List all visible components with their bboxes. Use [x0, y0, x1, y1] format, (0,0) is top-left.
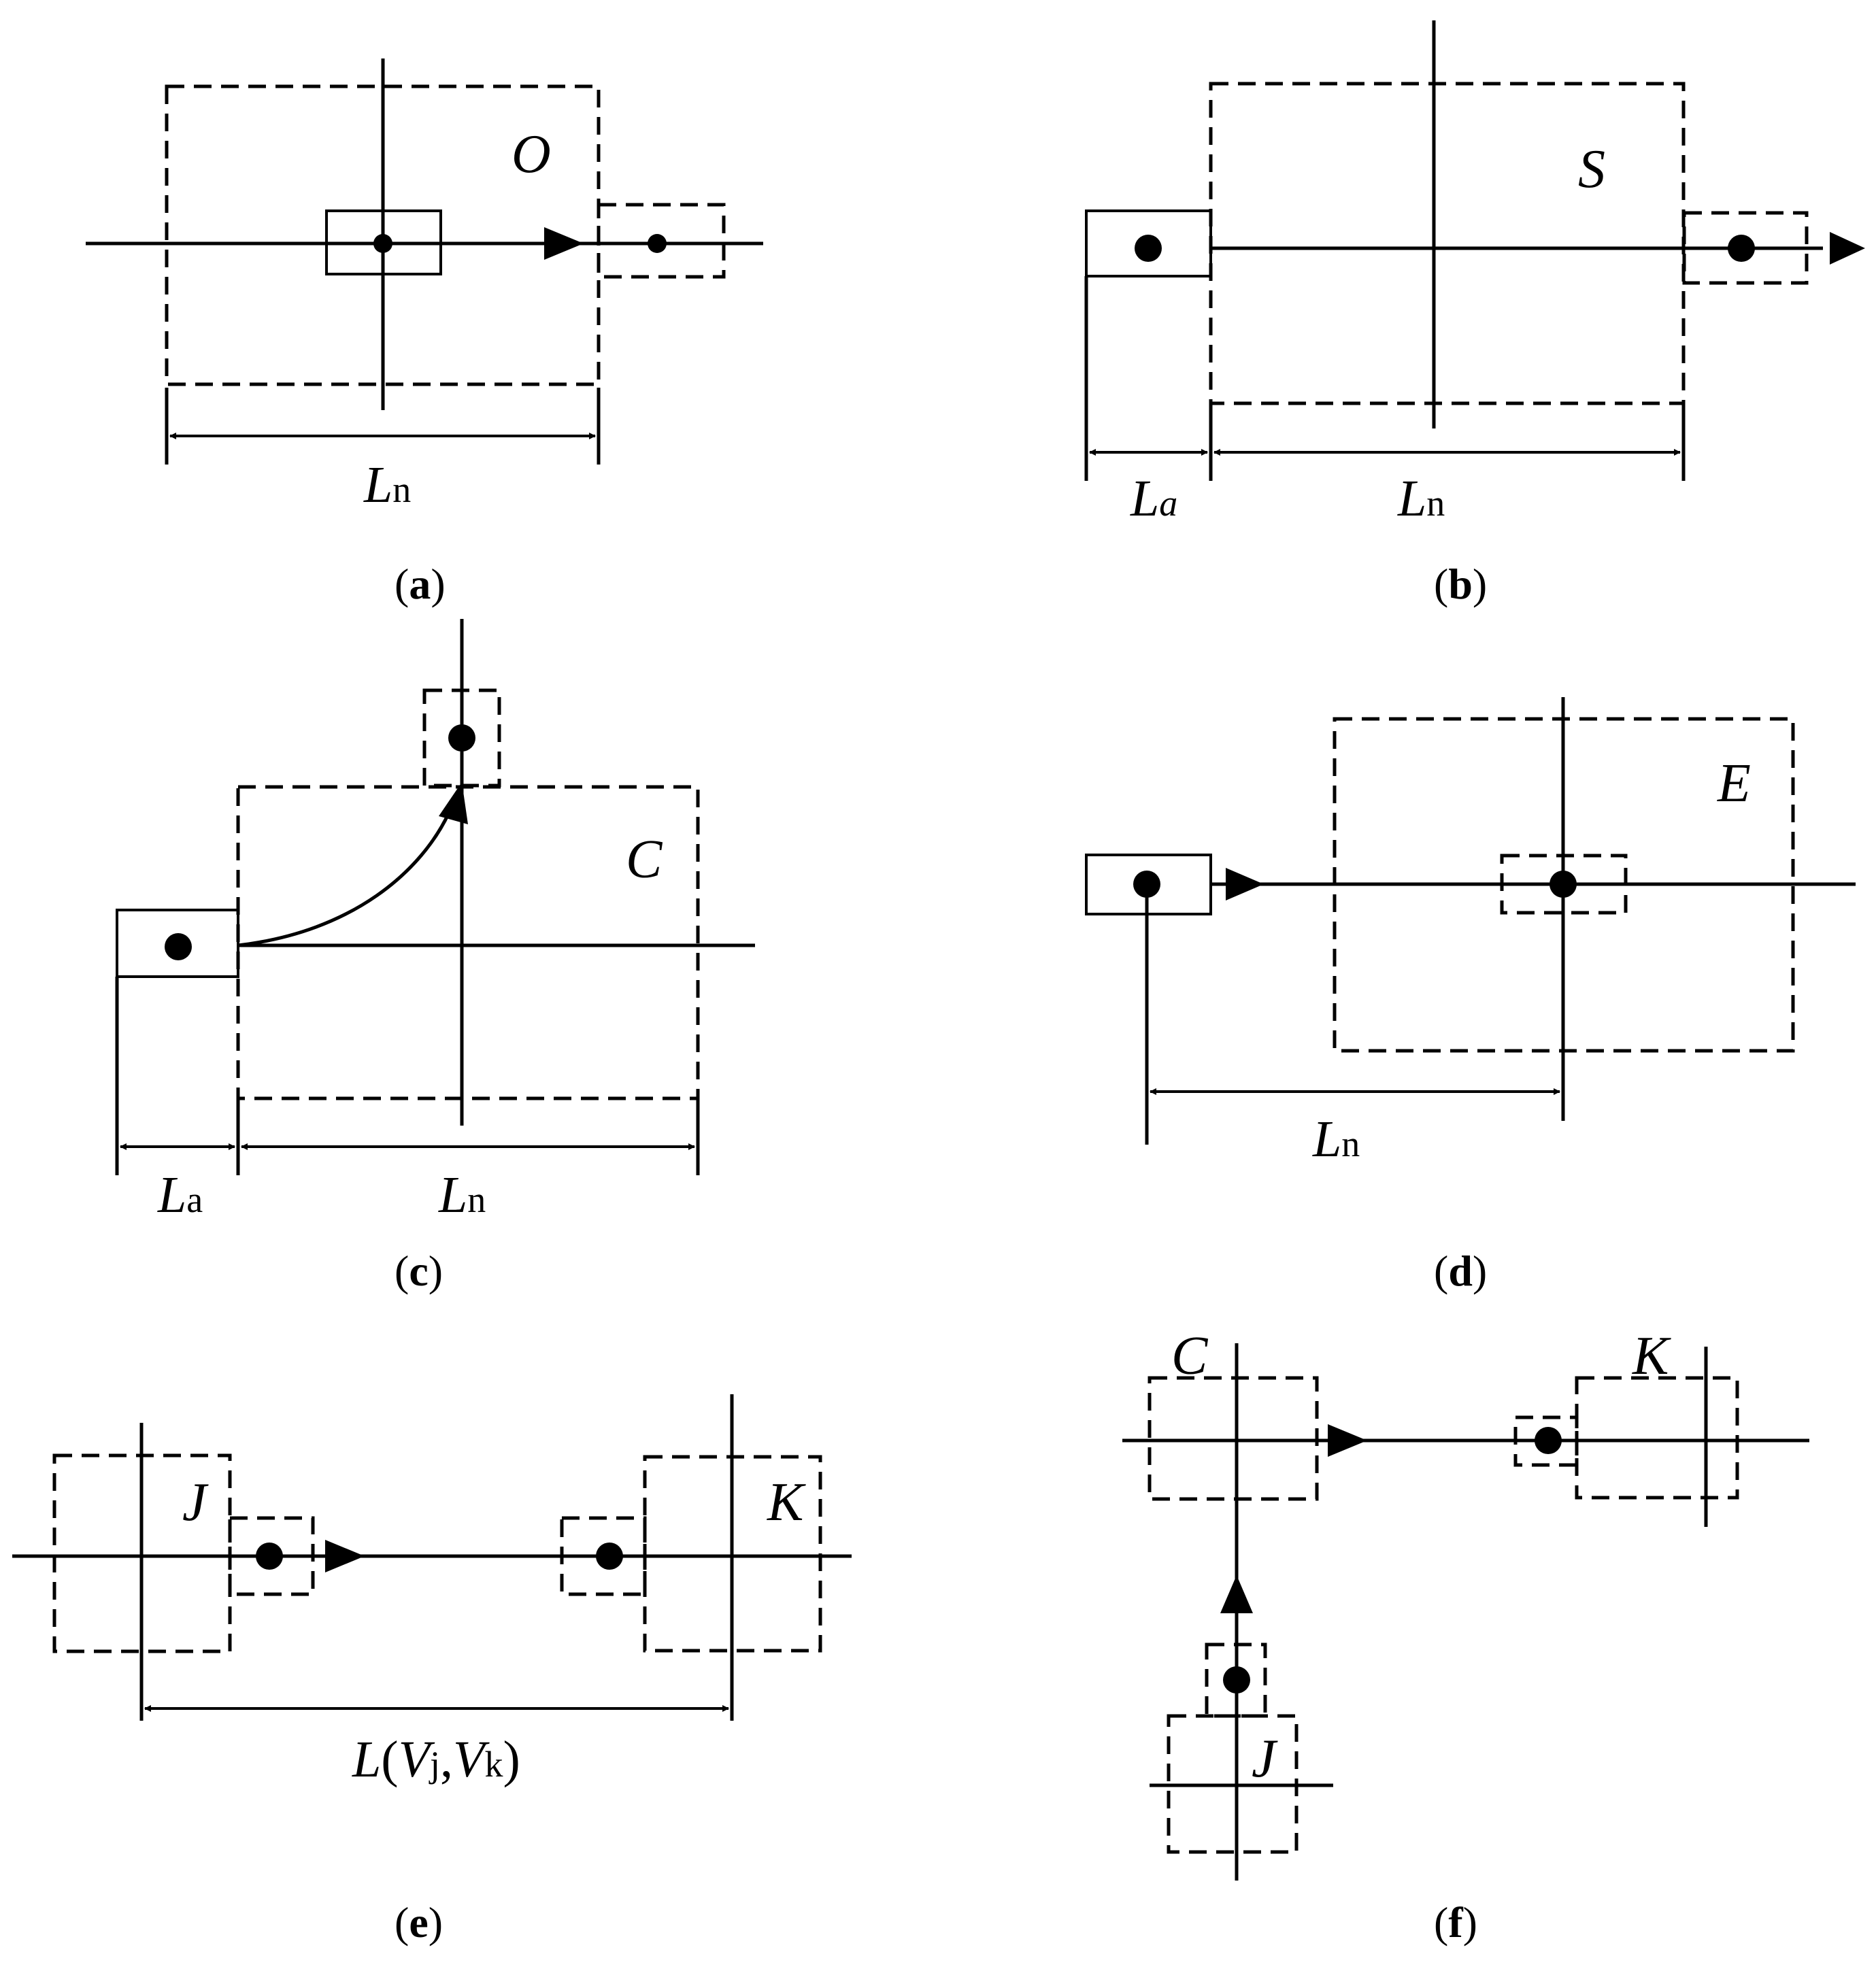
- vehicle-k-box: [560, 1516, 647, 1596]
- region-label-o: O: [512, 124, 551, 184]
- next-vehicle-dot: [1550, 871, 1577, 898]
- direction-arrowhead: [544, 227, 584, 260]
- vehicle-box: [116, 909, 239, 978]
- vehicle-j-box: [228, 1516, 315, 1596]
- vehicle-box: [325, 209, 442, 275]
- dimension-label-l-vj-vk: L(Vj,Vk): [352, 1731, 520, 1788]
- caption-a: (a): [395, 560, 446, 608]
- dimension-label-la: La: [157, 1166, 203, 1224]
- panel-c: C La Ln (c): [115, 619, 755, 1295]
- region-label-k: K: [1632, 1326, 1671, 1386]
- region-label-e: E: [1717, 754, 1751, 813]
- vehicle-dot: [373, 234, 392, 253]
- direction-arrowhead-east: [1328, 1424, 1367, 1457]
- next-vehicle-dot: [648, 234, 667, 253]
- caption-b: (b): [1434, 560, 1487, 608]
- vehicle-j-dot: [1223, 1666, 1250, 1694]
- next-vehicle-dot: [448, 724, 475, 752]
- dimension-label-ln: Ln: [363, 456, 411, 513]
- direction-arrowhead-north: [1220, 1575, 1253, 1613]
- region-label-j: J: [182, 1472, 209, 1532]
- straight-zone-box: [1209, 82, 1686, 405]
- panel-e: J K L(Vj,Vk) (e): [12, 1394, 852, 1947]
- direction-arrowhead: [325, 1540, 365, 1572]
- vehicle-j-dot: [256, 1543, 283, 1570]
- caption-d: (d): [1434, 1247, 1487, 1295]
- vehicle-dot: [165, 933, 192, 960]
- caption-e: (e): [395, 1898, 443, 1947]
- zone-c-box: [1148, 1376, 1319, 1501]
- vehicle-k-dot: [1535, 1427, 1562, 1454]
- vehicle-k-dot: [596, 1543, 623, 1570]
- zone-k-box: [1575, 1376, 1739, 1500]
- panel-d: E Ln (d): [1085, 697, 1856, 1295]
- next-vehicle-box: [597, 203, 726, 279]
- vehicle-box: [1085, 209, 1212, 277]
- next-vehicle-box: [1500, 854, 1628, 915]
- panel-a: O Ln (a): [86, 58, 763, 608]
- region-label-j: J: [1252, 1729, 1278, 1789]
- vehicle-k-box: [1513, 1415, 1579, 1467]
- panel-b: S La Ln (b): [1084, 20, 1865, 608]
- dimension-label-ln: Ln: [1397, 470, 1445, 527]
- next-vehicle-box: [1682, 211, 1809, 285]
- turn-path-curve: [237, 811, 451, 947]
- dimension-label-ln: Ln: [438, 1166, 486, 1224]
- dimension-label-ln: Ln: [1312, 1111, 1360, 1168]
- direction-arrowhead: [1226, 868, 1264, 900]
- next-vehicle-dot: [1728, 235, 1755, 262]
- direction-arrowhead: [439, 782, 468, 824]
- region-label-c: C: [1171, 1326, 1209, 1386]
- dimension-label-la: La: [1130, 470, 1177, 527]
- region-label-c: C: [626, 830, 663, 890]
- direction-arrowhead: [1830, 232, 1865, 265]
- vehicle-dot: [1135, 235, 1162, 262]
- next-vehicle-box: [422, 688, 501, 788]
- region-label-k: K: [767, 1472, 806, 1532]
- caption-c: (c): [395, 1247, 443, 1295]
- vehicle-j-box: [1205, 1642, 1267, 1718]
- caption-f: (f): [1434, 1898, 1477, 1947]
- panel-f: C K J (f): [1122, 1326, 1809, 1947]
- region-label-s: S: [1578, 139, 1605, 199]
